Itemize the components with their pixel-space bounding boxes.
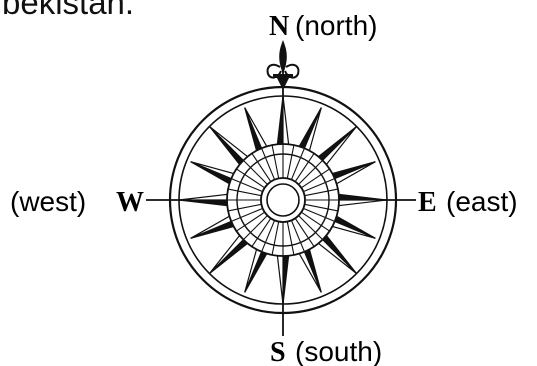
south-word: (south) (295, 336, 382, 366)
west-word: (west) (10, 186, 86, 217)
center-ring-inner (267, 184, 299, 216)
east-letter: E (418, 187, 437, 218)
fleur-de-lis-icon (268, 40, 299, 90)
south-letter: S (270, 337, 286, 366)
west-letter: W (116, 187, 144, 218)
east-word: (east) (446, 186, 518, 217)
north-letter: N (269, 11, 289, 42)
inner-rings (227, 144, 339, 256)
north-word: (north) (295, 10, 377, 41)
